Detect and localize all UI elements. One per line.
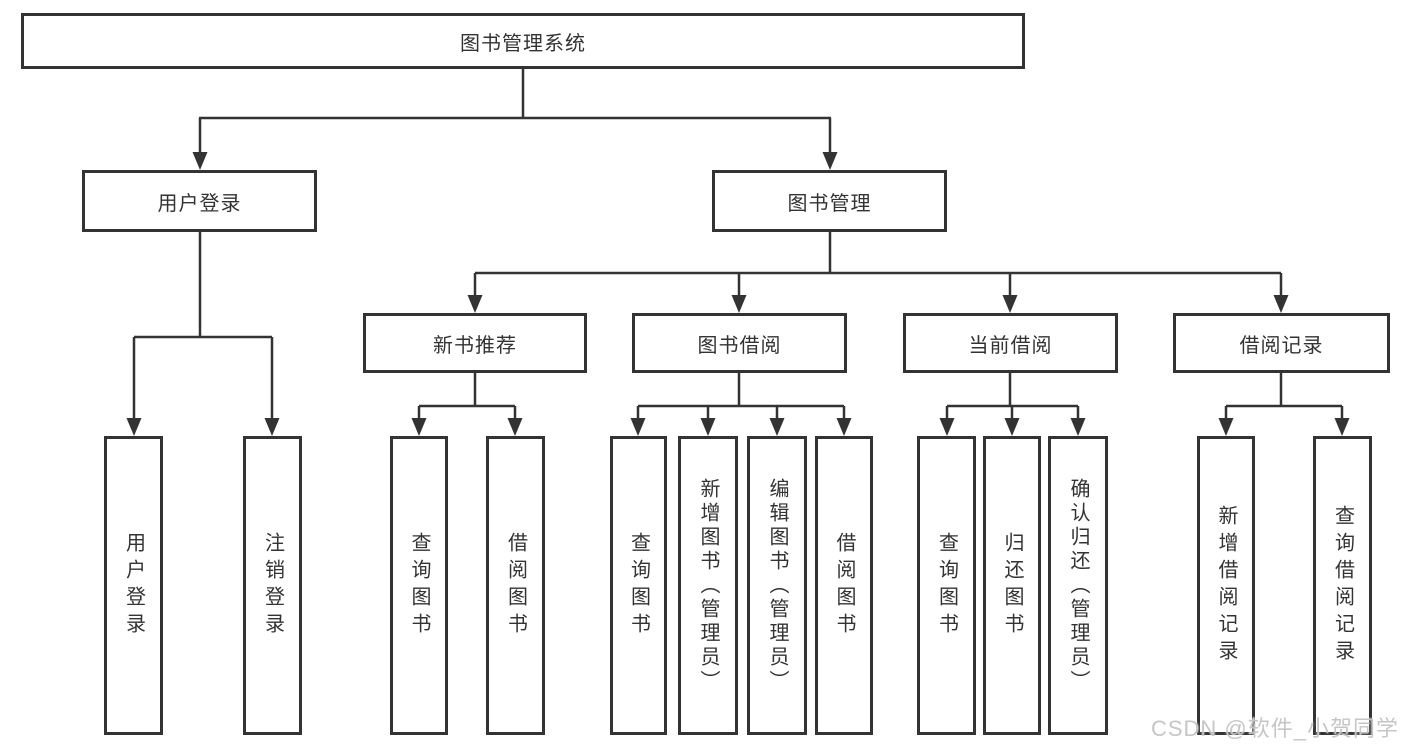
leaf-query-books-borrow: 查询图书 [610, 436, 667, 735]
leaf-label: 查询借阅记录 [1331, 504, 1354, 667]
leaf-return-books: 归还图书 [983, 436, 1041, 735]
node-label: 图书借阅 [697, 334, 782, 357]
node-label: 新书推荐 [433, 334, 517, 357]
node-user-login: 用户登录 [82, 170, 317, 232]
leaf-add-borrow-record: 新增借阅记录 [1197, 436, 1255, 735]
node-borrow-records: 借阅记录 [1173, 313, 1390, 373]
leaf-label: 注销登录 [261, 531, 284, 640]
node-new-book-recommend: 新书推荐 [363, 313, 587, 373]
leaf-label: 查询图书 [627, 531, 650, 640]
node-label: 图书管理系统 [460, 32, 586, 55]
leaf-logout: 注销登录 [243, 436, 302, 735]
leaf-label: 查询图书 [408, 531, 430, 640]
leaf-label: 用户登录 [122, 531, 145, 640]
leaf-edit-book-admin: 编辑图书（管理员） [747, 436, 807, 735]
leaf-label: 查询图书 [935, 531, 958, 640]
leaf-label: 编辑图书（管理员） [766, 477, 788, 694]
node-book-management: 图书管理 [712, 170, 947, 232]
leaf-query-borrow-record: 查询借阅记录 [1313, 436, 1372, 735]
csdn-watermark: CSDN @软件_小贺同学 [1150, 716, 1399, 741]
node-current-borrow: 当前借阅 [903, 313, 1118, 373]
leaf-label: 归还图书 [1001, 531, 1023, 640]
node-label: 用户登录 [157, 192, 242, 215]
leaf-label: 新增图书（管理员） [697, 477, 719, 694]
node-label: 图书管理 [787, 192, 872, 215]
leaf-label: 确认归还（管理员） [1067, 477, 1089, 694]
leaf-user-login: 用户登录 [104, 436, 163, 735]
leaf-label: 新增借阅记录 [1215, 504, 1237, 667]
node-root-library-system: 图书管理系统 [21, 13, 1025, 69]
leaf-add-book-admin: 新增图书（管理员） [678, 436, 738, 735]
leaf-label: 借阅图书 [833, 531, 855, 640]
leaf-query-books-recommend: 查询图书 [390, 436, 448, 735]
leaf-query-books-current: 查询图书 [917, 436, 976, 735]
leaf-label: 借阅图书 [504, 531, 527, 640]
node-book-borrow: 图书借阅 [632, 313, 847, 373]
leaf-borrow-books: 借阅图书 [815, 436, 873, 735]
node-label: 当前借阅 [968, 334, 1053, 357]
leaf-confirm-return-admin: 确认归还（管理员） [1048, 436, 1108, 735]
node-label: 借阅记录 [1239, 334, 1324, 357]
leaf-borrow-books-recommend: 借阅图书 [486, 436, 545, 735]
